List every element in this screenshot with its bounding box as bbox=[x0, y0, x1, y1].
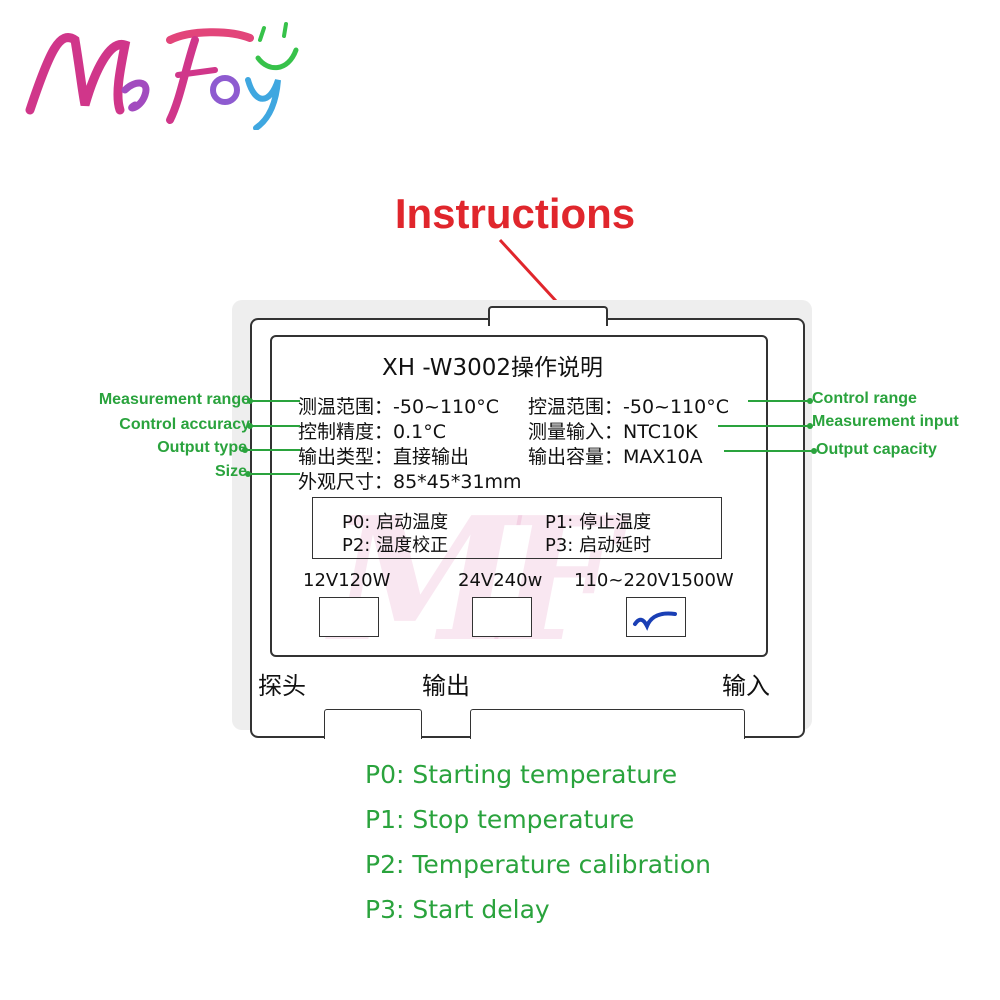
spec-control-range: 控温范围：-50~110°C bbox=[528, 396, 729, 418]
terminal-slot-probe bbox=[324, 709, 422, 739]
power-option-24v-checkbox[interactable] bbox=[472, 597, 532, 637]
power-option-220v-checkbox[interactable] bbox=[626, 597, 686, 637]
legend-p2: P2: Temperature calibration bbox=[365, 850, 711, 879]
power-option-12v-checkbox[interactable] bbox=[319, 597, 379, 637]
power-option-12v-label: 12V120W bbox=[303, 570, 391, 591]
power-option-24v-label: 24V240w bbox=[458, 570, 543, 591]
power-option-220v-label: 110~220V1500W bbox=[574, 570, 734, 591]
param-p3: P3: 启动延时 bbox=[545, 535, 652, 556]
annotation-measurement-range: Measurement range bbox=[98, 391, 250, 408]
annotation-measurement-input: Measurement input bbox=[812, 413, 959, 430]
check-mark-icon bbox=[633, 611, 677, 631]
annotation-output-type: Output type bbox=[157, 439, 247, 456]
instructions-title: Instructions bbox=[394, 190, 636, 237]
param-p2: P2: 温度校正 bbox=[342, 535, 449, 556]
annotation-output-capacity: Output capacity bbox=[816, 441, 937, 458]
spec-measurement-input: 测量输入：NTC10K bbox=[528, 421, 698, 443]
spec-output-type: 输出类型：直接输出 bbox=[298, 446, 470, 468]
legend-p1: P1: Stop temperature bbox=[365, 805, 635, 834]
logo-graphic bbox=[25, 22, 299, 130]
watermark: MF bbox=[330, 480, 619, 680]
spec-size: 外观尺寸：85*45*31mm bbox=[298, 471, 522, 493]
terminal-probe-label: 探头 bbox=[258, 672, 306, 700]
param-p0: P0: 启动温度 bbox=[342, 512, 449, 533]
legend-p0: P0: Starting temperature bbox=[365, 760, 678, 789]
parameter-box bbox=[312, 497, 722, 559]
annotation-size: Size bbox=[214, 463, 247, 480]
legend-p3: P3: Start delay bbox=[365, 895, 550, 924]
spec-control-accuracy: 控制精度：0.1°C bbox=[298, 421, 446, 443]
annotation-control-range: Control range bbox=[812, 390, 917, 407]
annotation-control-accuracy: Control accuracy bbox=[119, 416, 250, 433]
terminal-slot-power bbox=[470, 709, 745, 739]
device-title: XH -W3002操作说明 bbox=[382, 355, 604, 381]
spec-output-capacity: 输出容量：MAX10A bbox=[528, 446, 703, 468]
terminal-input-label: 输入 bbox=[722, 672, 770, 700]
param-p1: P1: 停止温度 bbox=[545, 512, 652, 533]
terminal-output-label: 输出 bbox=[422, 672, 470, 700]
spec-measurement-range: 测温范围：-50~110°C bbox=[298, 396, 499, 418]
brand-logo bbox=[20, 10, 300, 130]
device-top-tab bbox=[488, 306, 608, 326]
